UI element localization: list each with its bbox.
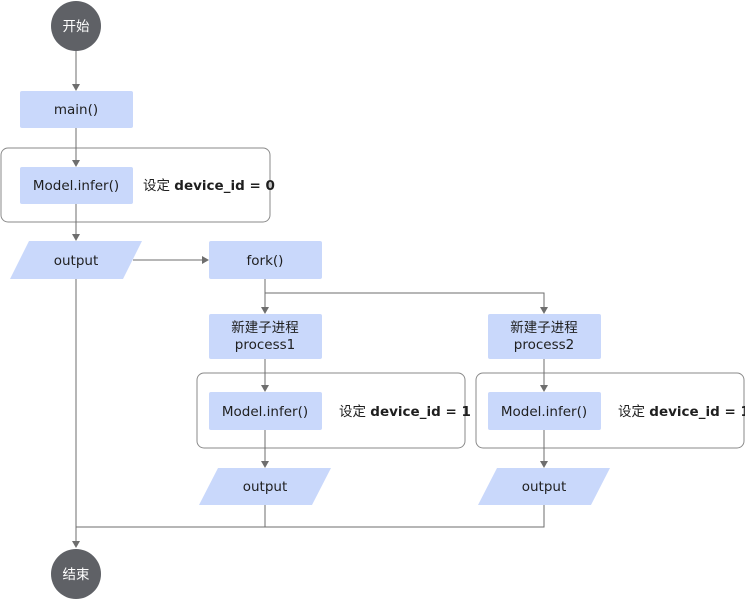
parent-infer-label: Model.infer() (33, 178, 119, 194)
child2-label-line1: 新建子进程 (510, 320, 578, 336)
parent-output-node: output (10, 241, 142, 279)
child2-output-node: output (478, 468, 610, 505)
child1-note-prefix: 设定 (339, 404, 370, 420)
start-label: 开始 (63, 19, 90, 35)
edges (72, 50, 548, 548)
child2-spawn-node: 新建子进程 process2 (488, 314, 601, 359)
fork-label: fork() (247, 253, 284, 269)
child2-output-label: output (522, 479, 567, 495)
child1-spawn-node: 新建子进程 process1 (209, 314, 322, 359)
child1-label-line2: process1 (235, 337, 295, 353)
end-node: 结束 (51, 549, 101, 599)
main-label: main() (54, 102, 98, 118)
child1-infer-label: Model.infer() (222, 404, 308, 420)
start-node: 开始 (51, 1, 101, 51)
parent-output-label: output (54, 253, 99, 269)
child2-infer-node: Model.infer() (488, 392, 601, 430)
child1-note-value: device_id = 1 (370, 404, 471, 420)
child1-label-line1: 新建子进程 (231, 320, 299, 336)
child1-output-node: output (199, 468, 331, 505)
parent-infer-node: Model.infer() (20, 167, 133, 204)
parent-note-prefix: 设定 (143, 178, 174, 194)
end-label: 结束 (63, 567, 90, 583)
child2-device-note: 设定 device_id = 1 (618, 404, 745, 420)
parent-device-note: 设定 device_id = 0 (143, 178, 275, 194)
child1-infer-node: Model.infer() (209, 392, 322, 430)
child2-note-value: device_id = 1 (649, 404, 745, 420)
child1-output-label: output (243, 479, 288, 495)
main-node: main() (20, 91, 133, 128)
child2-infer-label: Model.infer() (501, 404, 587, 420)
child2-label-line2: process2 (514, 337, 574, 353)
child2-note-prefix: 设定 (618, 404, 649, 420)
parent-note-value: device_id = 0 (174, 178, 275, 194)
fork-node: fork() (209, 241, 322, 279)
child1-device-note: 设定 device_id = 1 (339, 404, 471, 420)
